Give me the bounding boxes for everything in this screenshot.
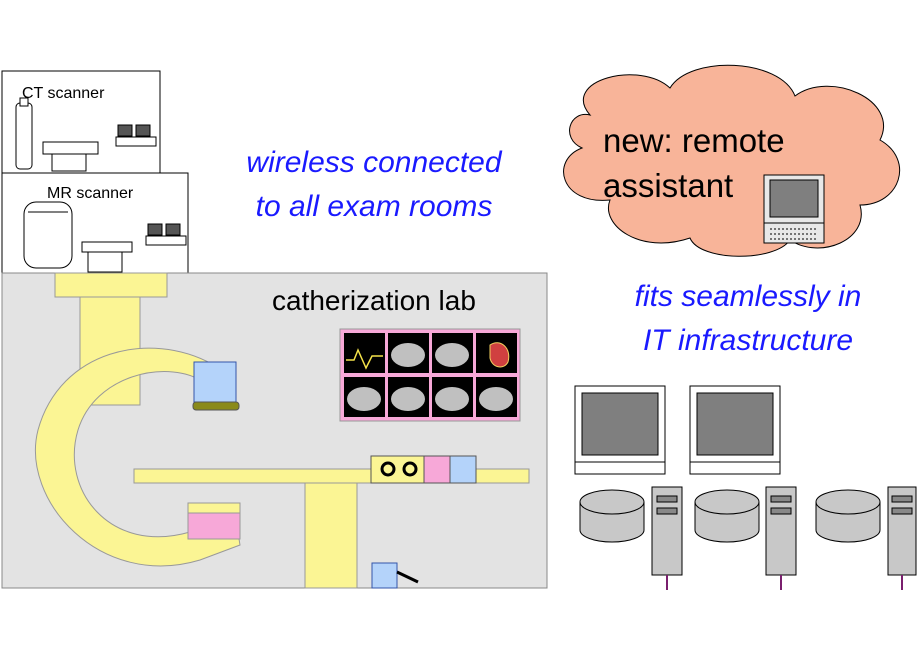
it-infrastructure	[574, 385, 917, 590]
c-arm-icon	[35, 272, 241, 567]
ct-scanner-icon	[15, 97, 157, 172]
it-line-1: fits seamlessly in	[635, 280, 862, 313]
remote-assistant-cloud: new: remote assistant	[563, 64, 901, 257]
cath-lab-room: catherization lab	[1, 272, 548, 589]
wireless-line-1: wireless connected	[246, 146, 502, 179]
server-tower-icon	[651, 486, 683, 590]
cloud-line-1: new: remote	[603, 122, 785, 159]
mr-room: MR scanner	[1, 172, 189, 274]
it-line-2: IT infrastructure	[643, 324, 853, 357]
workstation-monitor-icon	[689, 385, 781, 475]
mr-scanner-icon	[23, 201, 187, 273]
laptop-icon	[763, 174, 825, 244]
disk-storage-icon	[579, 489, 645, 543]
ct-room: CT scanner	[1, 70, 161, 174]
wireless-callout: wireless connected to all exam rooms	[246, 146, 502, 223]
patient-table	[133, 455, 530, 589]
mr-room-label: MR scanner	[47, 185, 134, 202]
server-tower-icon	[887, 486, 917, 590]
foot-control-icon	[371, 562, 419, 589]
disk-storage-icon	[694, 489, 760, 543]
wireless-line-2: to all exam rooms	[256, 190, 493, 223]
monitor-bank-icon	[339, 328, 521, 422]
cath-lab-label: catherization lab	[272, 285, 476, 316]
server-tower-icon	[765, 486, 797, 590]
ct-room-label: CT scanner	[22, 85, 105, 102]
it-callout: fits seamlessly in IT infrastructure	[635, 280, 862, 357]
workstation-monitor-icon	[574, 385, 666, 475]
disk-storage-icon	[815, 489, 881, 543]
cloud-line-2: assistant	[603, 167, 733, 204]
